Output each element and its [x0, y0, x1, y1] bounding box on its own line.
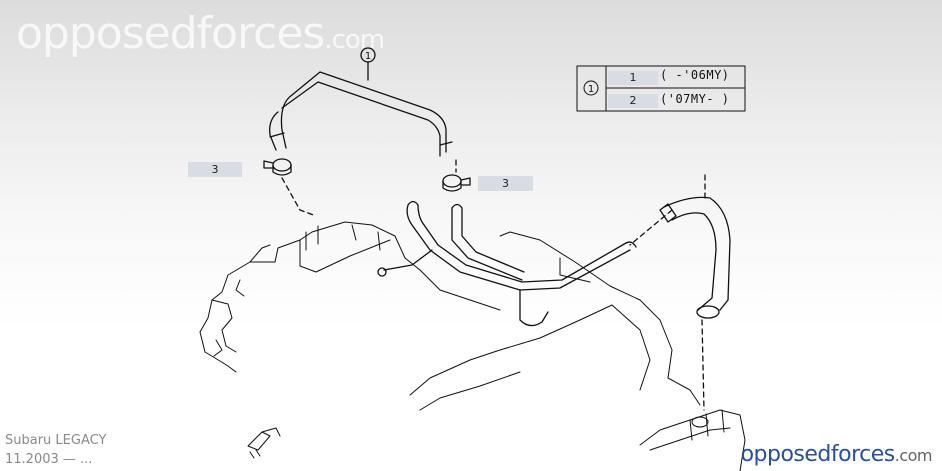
legend-range-1: ( -'06MY) [660, 68, 730, 82]
breather-hose-upper[interactable] [269, 71, 453, 157]
callout-1-circle [360, 47, 376, 63]
brand-com: .com [894, 446, 933, 465]
brand-opposed: opposed [740, 442, 832, 467]
legend-variant-1[interactable]: 1 [608, 71, 658, 85]
legend-variant-2[interactable]: 2 [608, 94, 658, 108]
caption-dates: 11.2003 — ... [5, 452, 93, 467]
watermark-main: opposedforces [16, 8, 325, 59]
callout-clamp-left-label[interactable]: 3 [188, 162, 242, 177]
callout-clamp-right-label[interactable]: 3 [478, 176, 533, 191]
connection-dashes [281, 159, 706, 411]
lower-fitting [639, 409, 746, 471]
legend-part-circle-number: 1 [588, 84, 594, 95]
pcv-pipe-assembly[interactable] [377, 200, 637, 327]
watermark: opposedforces.com [16, 8, 385, 59]
clamp-left[interactable] [263, 158, 292, 176]
brand-forces: forces [830, 442, 895, 467]
clamp-right[interactable] [442, 174, 471, 192]
brand-logo[interactable]: opposedforces.com [740, 442, 933, 467]
engine-block [199, 221, 701, 411]
watermark-suffix: .com [324, 25, 385, 55]
legend-table-frame [576, 65, 746, 112]
breather-hose-right[interactable] [659, 196, 731, 319]
caption-model: Subaru LEGACY [5, 433, 107, 448]
callout-1-number: 1 [365, 51, 371, 62]
legend-range-2: ('07MY- ) [660, 92, 730, 106]
front-arrow-icon [247, 427, 281, 459]
